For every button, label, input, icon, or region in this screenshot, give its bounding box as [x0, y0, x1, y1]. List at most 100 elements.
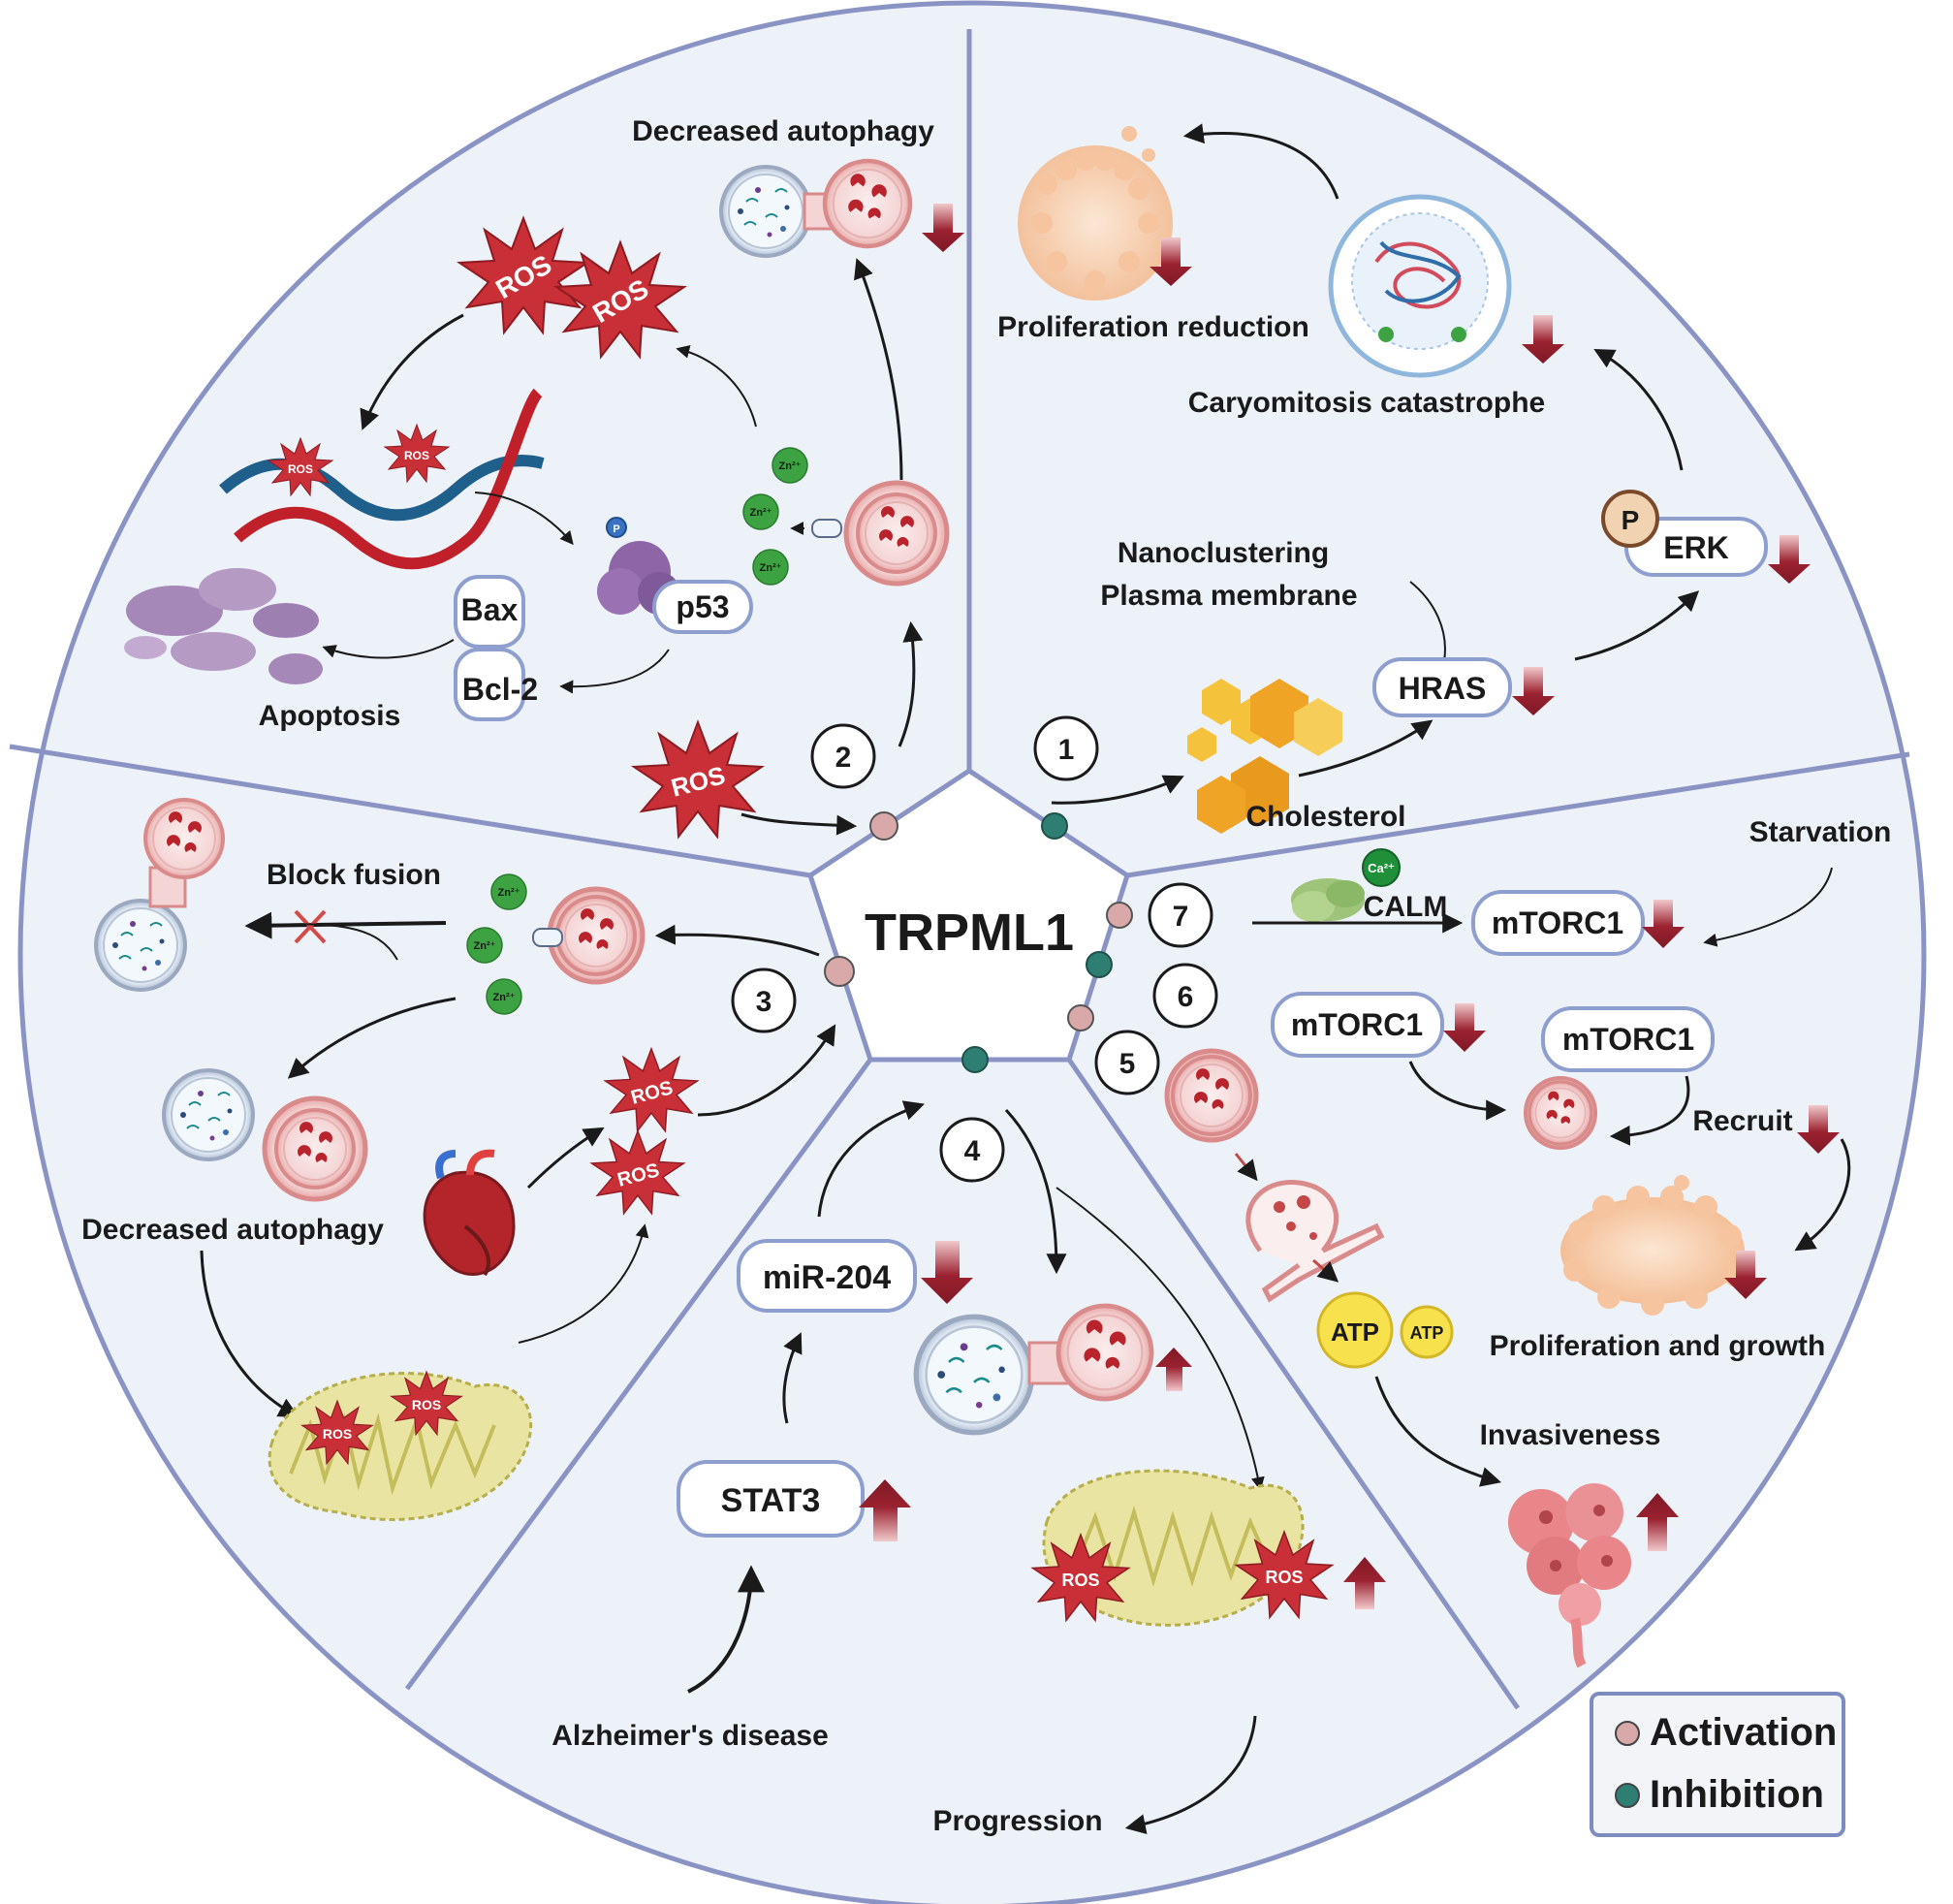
down-arrow: [1443, 1003, 1486, 1052]
svg-text:5: 5: [1119, 1048, 1136, 1080]
down-arrow: [1150, 238, 1192, 286]
cell-cluster-icon: [1018, 126, 1173, 301]
caryomitosis-label: Caryomitosis catastrophe: [1188, 387, 1545, 419]
dna-helix-icon: ROS ROS: [219, 388, 545, 570]
step-number-5: 5: [1094, 1030, 1160, 1095]
arrow: [676, 344, 757, 428]
legend-activation-label: Activation: [1650, 1711, 1838, 1754]
autolysosome-icon: [916, 1306, 1151, 1433]
step-number-1: 1: [1033, 715, 1099, 781]
zinc-ions-top: Zn²⁺ Zn²⁺ Zn²⁺: [742, 447, 808, 586]
atp-large-icon: ATP: [1316, 1291, 1394, 1369]
block-x-icon: [294, 909, 327, 944]
svg-text:ROS: ROS: [323, 1426, 352, 1442]
svg-text:STAT3: STAT3: [721, 1482, 821, 1519]
svg-text:6: 6: [1178, 981, 1194, 1013]
inhibition-dot: [1086, 951, 1113, 978]
arrow: [854, 258, 903, 481]
arrow: [1794, 1138, 1851, 1252]
svg-text:Bax: Bax: [461, 592, 519, 627]
arrow: [817, 1100, 925, 1218]
ros-star-medium: ROS: [604, 1048, 699, 1132]
zinc-ions-left: Zn²⁺ Zn²⁺ Zn²⁺: [466, 873, 527, 1015]
svg-text:HRAS: HRAS: [1399, 671, 1487, 706]
connector-line: [251, 923, 398, 961]
apoptosis-label: Apoptosis: [259, 700, 401, 732]
calcium-ion-icon: Ca²⁺: [1362, 848, 1401, 887]
step-number-2: 2: [810, 723, 876, 789]
arrow: [518, 1223, 649, 1344]
autophagosome-icon: [162, 1068, 255, 1161]
down-arrow: [1512, 667, 1555, 715]
heart-icon: [423, 1149, 516, 1277]
svg-text:mTORC1: mTORC1: [1291, 1007, 1423, 1042]
svg-text:ERK: ERK: [1663, 530, 1729, 565]
proliferation-reduction-label: Proliferation reduction: [997, 311, 1309, 343]
up-arrow: [1155, 1348, 1192, 1391]
ros-star-input: ROS: [633, 721, 763, 838]
atp-small-icon: ATP: [1400, 1305, 1454, 1359]
bcl2-box: Bcl-2: [454, 648, 538, 721]
lysosome-icon: [811, 480, 950, 587]
arrow: [1051, 775, 1184, 805]
calm-label: CALM: [1364, 891, 1448, 923]
svg-text:P: P: [613, 524, 619, 535]
arrow: [360, 313, 464, 430]
inhibition-dot: [961, 1046, 989, 1073]
arrow: [200, 1250, 299, 1418]
mtorc1-box-a: mTORC1: [1271, 992, 1444, 1058]
alzheimers-label: Alzheimer's disease: [551, 1720, 829, 1752]
svg-text:ATP: ATP: [1410, 1323, 1444, 1343]
arrow: [1593, 348, 1684, 471]
starvation-label: Starvation: [1749, 816, 1892, 848]
arrow: [782, 1332, 803, 1424]
arrow: [1234, 1153, 1258, 1182]
svg-text:mTORC1: mTORC1: [1562, 1022, 1694, 1057]
svg-text:Bcl-2: Bcl-2: [462, 672, 538, 707]
decreased-autophagy-label-left: Decreased autophagy: [81, 1214, 384, 1246]
svg-text:1: 1: [1058, 734, 1075, 766]
svg-text:2: 2: [835, 742, 852, 774]
mir204-box: miR-204: [737, 1239, 917, 1313]
connector-line: [1409, 581, 1446, 662]
lysosome-icon: [1524, 1076, 1597, 1150]
arrow: [526, 1127, 605, 1190]
down-arrow: [1768, 535, 1811, 584]
arrow: [1182, 123, 1339, 200]
step-number-6: 6: [1152, 963, 1218, 1029]
activation-dot: [869, 811, 898, 841]
arrow: [898, 620, 924, 747]
svg-text:ROS: ROS: [412, 1397, 441, 1412]
svg-text:Ca²⁺: Ca²⁺: [1368, 861, 1395, 875]
ros-star-large: ROS: [458, 217, 588, 333]
arrow: [654, 924, 820, 957]
svg-text:Zn²⁺: Zn²⁺: [474, 940, 496, 952]
stat3-box: STAT3: [677, 1460, 865, 1538]
arrow: [322, 639, 455, 659]
nucleus-icon: [1328, 194, 1512, 378]
phospho-badge: P: [1601, 490, 1659, 548]
svg-text:miR-204: miR-204: [763, 1259, 891, 1296]
step-number-3: 3: [731, 968, 797, 1033]
arrow: [1374, 1376, 1502, 1487]
svg-text:4: 4: [964, 1135, 981, 1167]
recruit-label: Recruit: [1692, 1105, 1792, 1137]
up-arrow: [1343, 1557, 1386, 1609]
arrow: [1055, 1187, 1265, 1491]
invasive-cells-icon: [1508, 1483, 1631, 1668]
arrow: [1703, 867, 1833, 947]
arrow: [1004, 1108, 1067, 1275]
up-arrow: [1636, 1493, 1679, 1551]
arrow: [1574, 590, 1700, 661]
svg-text:Zn²⁺: Zn²⁺: [750, 507, 772, 519]
arrow: [1408, 1061, 1507, 1121]
block-fusion-label: Block fusion: [267, 859, 441, 891]
down-arrow: [922, 204, 964, 252]
invasiveness-label: Invasiveness: [1480, 1419, 1661, 1451]
arrow: [1124, 1715, 1257, 1834]
lysosome-icon: [1164, 1048, 1259, 1143]
arrow: [740, 812, 858, 836]
segment-dividers: [9, 29, 1910, 1710]
svg-text:Zn²⁺: Zn²⁺: [498, 887, 520, 899]
